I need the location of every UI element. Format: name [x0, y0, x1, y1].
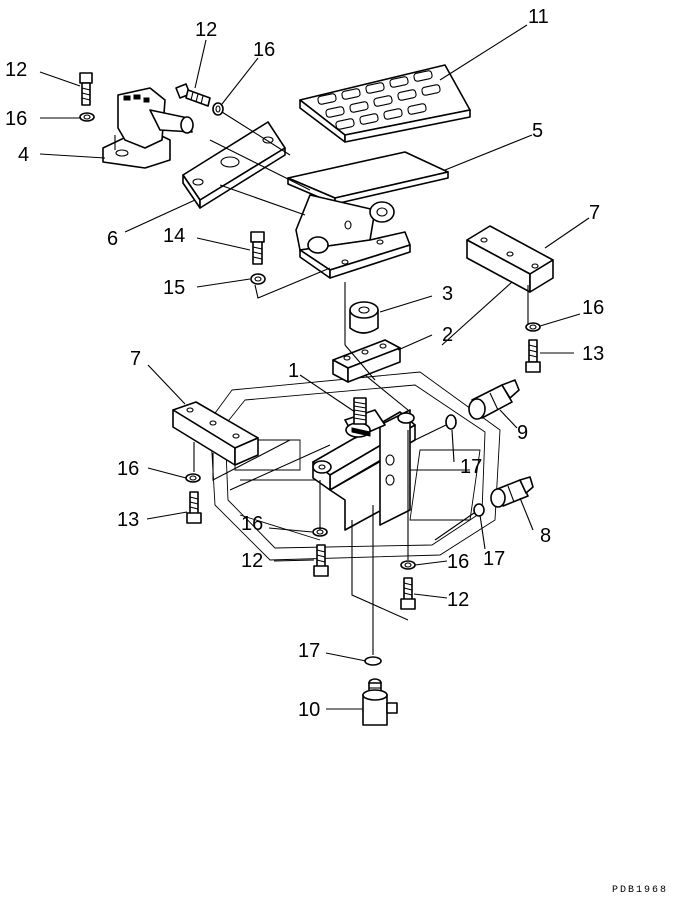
oring-17-bottom: [364, 656, 382, 666]
pedal-pad-part: [299, 64, 471, 143]
bolt-12-top-center: [175, 83, 211, 107]
leader-bolt-axis: [221, 111, 291, 156]
callout-3: 3: [442, 283, 453, 305]
callout-12-top: 12: [195, 19, 217, 41]
bolt-12-top-left: [79, 72, 93, 106]
bolt-12-mid: [313, 544, 329, 577]
switch-8-part: [490, 476, 534, 508]
callout-labels: 11 12 16 12 16 4 5 6 14 15 7 3 2 16 13 7…: [5, 6, 604, 721]
bolt-13-left: [186, 491, 202, 524]
assembly-axis-lines: [193, 344, 409, 655]
spacer-part: [349, 301, 379, 334]
stopper-block-left: [172, 401, 259, 466]
leader-washer-axis: [254, 267, 331, 299]
callout-11: 11: [528, 6, 549, 28]
callout-13-right: 13: [582, 343, 604, 365]
callout-17-mid: 17: [460, 456, 482, 478]
callout-1: 1: [288, 360, 299, 382]
callout-5: 5: [532, 120, 543, 142]
drawing-code: PDB1968: [612, 885, 668, 896]
callout-14: 14: [163, 225, 185, 247]
stopper-block-right: [466, 225, 554, 293]
callout-9: 9: [517, 422, 528, 444]
callout-7-left: 7: [130, 348, 141, 370]
switch-9-part: [468, 379, 520, 420]
callout-16-bottom: 16: [241, 513, 263, 535]
callout-12-mid: 12: [241, 550, 263, 572]
bolt-13-right: [525, 339, 541, 373]
callout-7-right: 7: [589, 202, 600, 224]
callout-2: 2: [442, 324, 453, 346]
washer-15: [250, 273, 266, 285]
washer-16-top-left: [79, 112, 95, 122]
bracket-part: [102, 87, 194, 169]
leader-switch-9: [414, 424, 447, 441]
valve-10-part: [362, 678, 398, 726]
callout-17-bottom: 17: [298, 640, 320, 662]
callout-12-lower: 12: [447, 589, 469, 611]
callout-12-left: 12: [5, 59, 27, 81]
pedal-base-part: [312, 397, 416, 531]
oring-17-right: [473, 503, 485, 517]
callout-8: 8: [540, 525, 551, 547]
plate-part: [332, 339, 401, 383]
callout-16-top: 16: [253, 39, 275, 61]
callout-13-left: 13: [117, 509, 139, 531]
callout-16-mid-left: 16: [117, 458, 139, 480]
callout-10: 10: [298, 699, 320, 721]
callout-6: 6: [107, 228, 118, 250]
washer-16-right: [525, 322, 541, 332]
callout-16-left: 16: [5, 108, 27, 130]
callout-16-right: 16: [582, 297, 604, 319]
callout-17-right: 17: [483, 548, 505, 570]
callout-16-lower: 16: [447, 551, 469, 573]
leader-block-right: [441, 281, 529, 346]
washer-16-left: [185, 473, 201, 483]
bolt-12-lower: [400, 577, 416, 610]
washer-16-top-center: [212, 102, 224, 116]
link-plate-part: [182, 121, 311, 216]
callout-4: 4: [18, 144, 29, 166]
bolt-14: [250, 231, 265, 265]
washer-16-lower: [400, 560, 416, 570]
leader-switch-8: [434, 512, 475, 541]
pedal-arm-part: [287, 151, 449, 279]
callout-leaders: [39, 24, 590, 710]
callout-15: 15: [163, 277, 185, 299]
oring-17-mid: [445, 414, 457, 430]
